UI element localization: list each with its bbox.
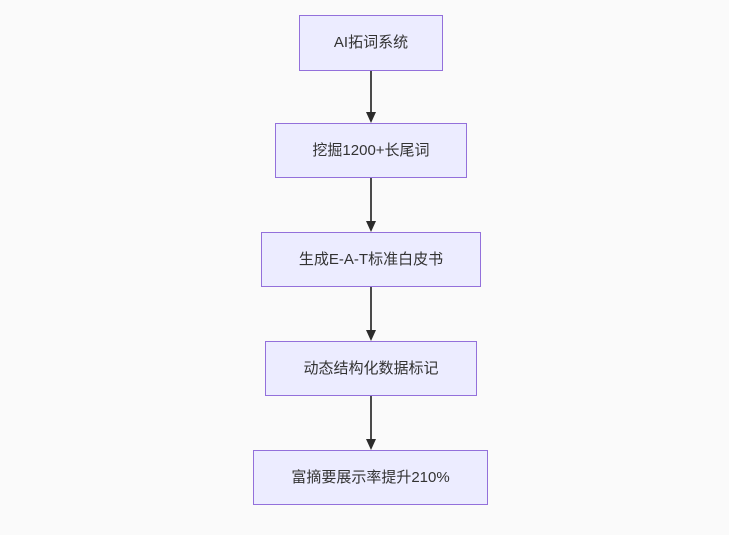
arrow-line — [370, 396, 372, 440]
arrow-head-down-icon — [366, 112, 376, 123]
arrow-line — [370, 287, 372, 331]
arrow-line — [370, 178, 372, 222]
flow-node-label: 富摘要展示率提升210% — [291, 468, 450, 486]
arrow-head-down-icon — [366, 221, 376, 232]
arrow-connector-4 — [366, 396, 376, 450]
flow-node-label: 挖掘1200+长尾词 — [312, 141, 430, 159]
arrow-head-down-icon — [366, 439, 376, 450]
flow-node-eat-whitepaper: 生成E-A-T标准白皮书 — [261, 232, 481, 287]
flow-node-longtail-mining: 挖掘1200+长尾词 — [275, 123, 467, 178]
flow-node-label: 生成E-A-T标准白皮书 — [298, 250, 444, 268]
flow-node-rich-snippet-result: 富摘要展示率提升210% — [253, 450, 488, 505]
flow-node-label: AI拓词系统 — [333, 34, 409, 51]
flow-node-structured-data-markup: 动态结构化数据标记 — [265, 341, 477, 396]
flow-node-label: 动态结构化数据标记 — [303, 359, 439, 377]
arrow-connector-1 — [366, 71, 376, 123]
arrow-line — [370, 71, 372, 113]
arrow-head-down-icon — [366, 330, 376, 341]
arrow-connector-3 — [366, 287, 376, 341]
arrow-connector-2 — [366, 178, 376, 232]
flow-node-ai-keyword-system: AI拓词系统 — [299, 15, 443, 71]
